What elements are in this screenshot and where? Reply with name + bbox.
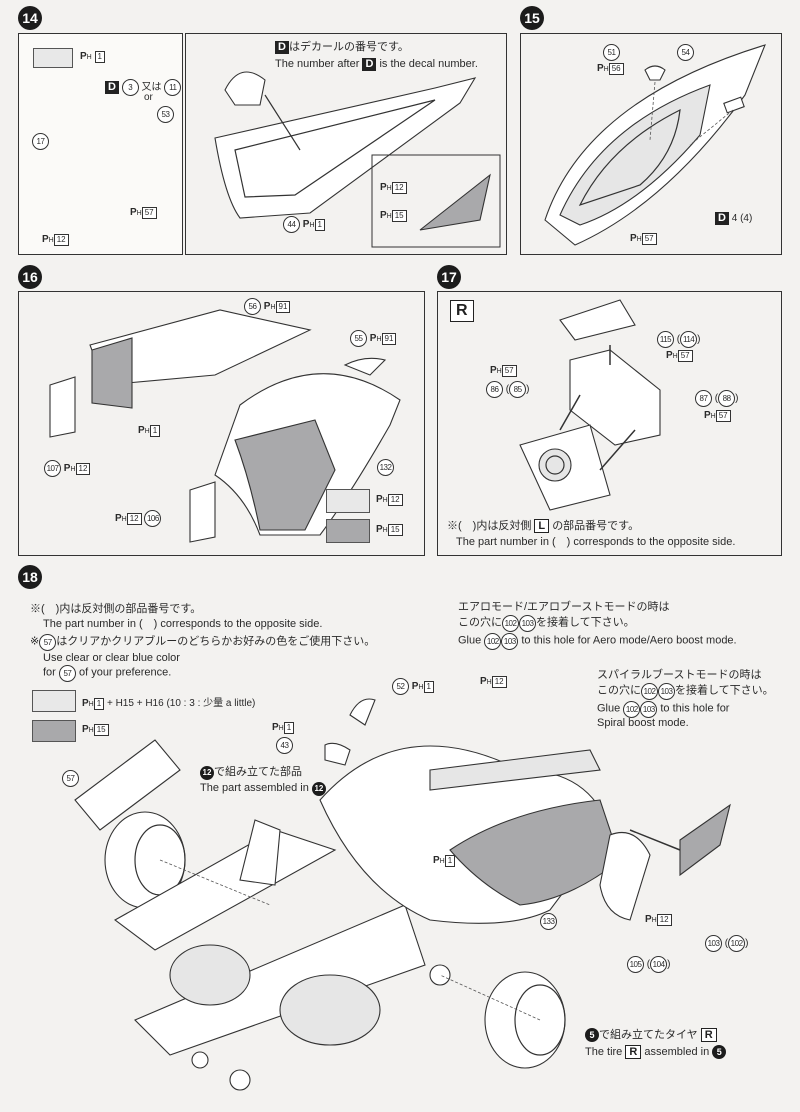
step14-part-53: 53 <box>157 106 174 123</box>
step16-swatch-gray <box>326 519 370 543</box>
step16-sidepod-parts <box>49 309 401 543</box>
step15-part-51: 51 <box>603 44 620 61</box>
step18-swatch-gray <box>32 720 76 742</box>
step18-assembled-en: The part assembled in 12 <box>200 781 326 796</box>
step18-swatch-light <box>32 690 76 712</box>
step14-frame-part <box>214 71 501 248</box>
step-16-panel <box>18 291 425 556</box>
step-14-right-panel <box>185 33 507 255</box>
step17-r-badge: R <box>450 300 474 322</box>
step14-or: or <box>144 92 153 103</box>
step15-part-54: 54 <box>677 44 694 61</box>
step17-part-86: 86 (85) <box>486 381 529 398</box>
step14-swatch-label: PH 1 <box>80 51 105 63</box>
step18-tire-en: The tire R assembled in 5 <box>585 1045 727 1059</box>
step-15-panel <box>520 33 782 255</box>
step18-spiral-jp-a: スパイラルブーストモードの時は <box>597 669 762 681</box>
step18-part-57: 57 <box>62 770 79 787</box>
step-17-panel <box>437 291 782 556</box>
step18-car-assembly <box>74 698 731 1091</box>
step15-decal: D 4 (4) <box>715 212 752 225</box>
step18-part-133: 133 <box>540 913 557 930</box>
step-18-number: 18 <box>18 565 42 589</box>
step16-part-132: 132 <box>377 459 394 476</box>
step17-part-115: 115 (114) <box>657 331 700 348</box>
step18-note1-en: The part number in ( ) corresponds to th… <box>43 618 323 630</box>
step18-note1-jp: ※( )内は反対側の部品番号です。 <box>30 603 202 615</box>
step18-part-43: 43 <box>276 737 293 754</box>
step-14-number: 14 <box>18 6 42 30</box>
step16-swatch-light <box>326 489 370 513</box>
step18-aero-jp-a: エアロモード/エアロブーストモードの時は <box>458 601 670 613</box>
step18-note2-en-a: Use clear or clear blue color <box>43 652 180 664</box>
step-15-number: 15 <box>520 6 544 30</box>
step18-note2-en-b: for 57 of your preference. <box>43 665 171 682</box>
step14-decal-note-en: The number after D is the decal number. <box>275 58 478 71</box>
step15-cockpit-part <box>544 44 766 246</box>
step17-note-en: The part number in ( ) corresponds to th… <box>456 536 736 548</box>
step17-nozzle-parts <box>519 299 661 511</box>
step14-decal-option: D 3 又は 11 <box>105 78 182 96</box>
step-17-number: 17 <box>437 265 461 289</box>
step18-part-103: 103 (102) <box>705 935 748 952</box>
step17-part-87: 87 (88) <box>695 390 738 407</box>
step-16-number: 16 <box>18 265 42 289</box>
step17-note-jp: ※( )内は反対側 L の部品番号です。 <box>447 519 640 533</box>
step14-swatch-light <box>33 48 73 68</box>
step14-part-17: 17 <box>32 133 49 150</box>
step18-part-105: 105 (104) <box>627 956 670 973</box>
step18-spiral-en-b: Spiral boost mode. <box>597 717 689 729</box>
